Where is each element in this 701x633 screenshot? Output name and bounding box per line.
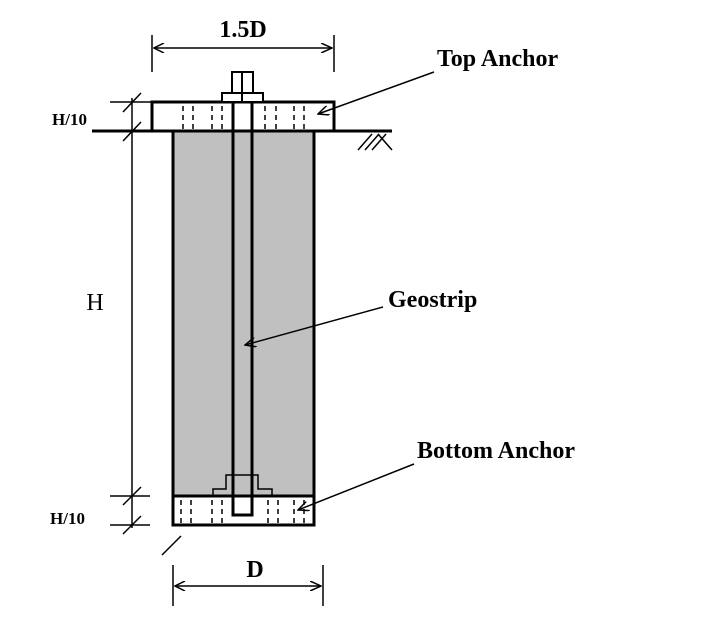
dimension-height [110,92,182,556]
label-geostrip: Geostrip [388,287,477,313]
geostrip-rod [231,102,254,517]
label-bottom-anchor: Bottom Anchor [417,438,575,464]
top-anchor-plate [150,100,336,133]
dimension-top-width [151,35,335,72]
label-bottom-thickness: H/10 [50,509,85,528]
top-anchor-arrow [318,71,435,114]
dimension-bottom-width [172,565,324,606]
label-top-anchor: Top Anchor [437,46,559,72]
ground-hatch-icon [357,133,393,151]
label-bottom-width: D [246,557,263,583]
bottom-anchor-arrow [298,463,415,510]
label-top-width: 1.5D [219,17,266,43]
column-body [171,129,316,498]
geostrip-arrow [245,306,384,345]
bottom-anchor-plate [171,474,316,527]
bolt-head [221,71,264,103]
label-height: H [86,290,103,316]
label-top-thickness: H/10 [52,110,87,129]
